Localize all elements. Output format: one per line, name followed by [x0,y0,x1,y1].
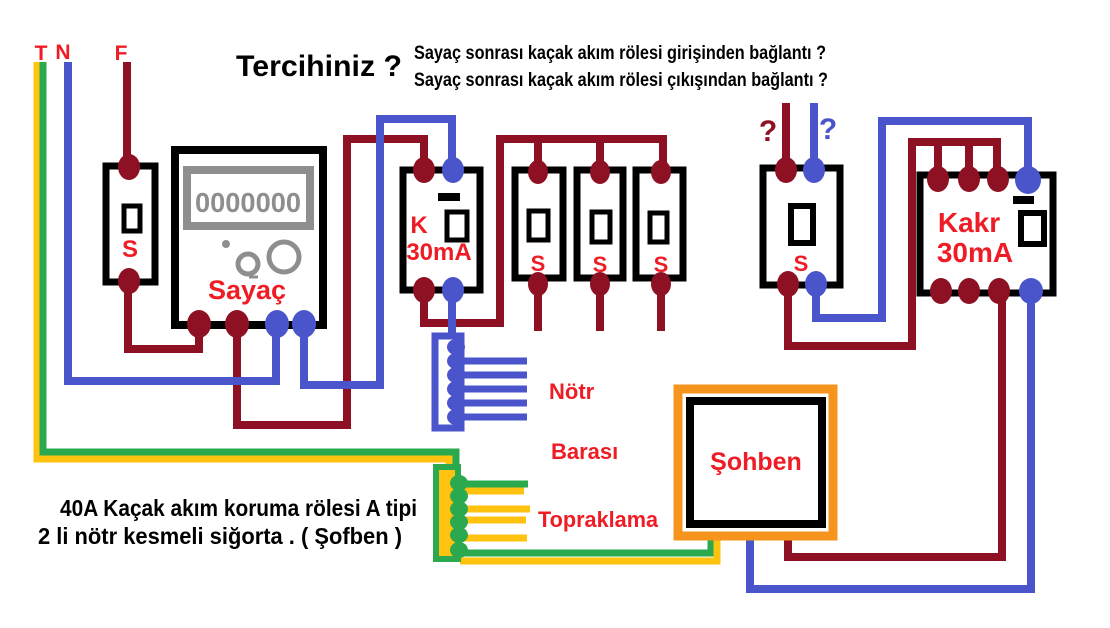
question-line-2: Sayaç sonrası kaçak akım rölesi çıkışınd… [414,70,828,91]
meter-display-digits: 0000000 [195,187,301,218]
choice-fuse-label: S [794,251,809,276]
meter-label: Sayaç [208,275,286,305]
rcd-kakr-name: Kakr [938,207,1000,238]
neutral-wires [64,62,1035,593]
rcd-kakr-test-slot [1013,196,1034,204]
supply-ground-label: T [35,42,48,65]
title: Tercihiniz ? [236,50,402,83]
ground-supply-wire-green [39,62,460,470]
neutral-bus-label-word1: Nötr [549,379,595,404]
meter-small-dial [235,251,261,277]
rcd-kakr-window [1018,210,1047,247]
ground-to-heater-yellow [460,538,721,565]
phase-terminals [118,154,1010,338]
ground-busbar-dots [450,475,468,558]
neutral-supply-wire [64,62,280,385]
meter-large-dial [266,239,302,275]
k-output-bus-wire [420,135,667,327]
footer-line-2: 2 li nötr kesmeli siğorta . ( Şofben ) [38,523,402,549]
branch-fuse1-window [526,208,551,243]
choice-to-kakr-phase-wire [784,138,1001,350]
question-line-1: Sayaç sonrası kaçak akım rölesi girişind… [414,43,826,64]
meter-display [183,166,314,230]
choice-phase-question-mark: ? [759,115,777,148]
fuse-to-meter-wire [124,282,203,353]
meter-to-k-phase-wire [233,135,428,429]
neutral-terminals [265,157,1043,338]
meter-dials [222,239,302,279]
heater-inner-box [686,397,826,528]
rcd-k-test-slot [438,193,460,201]
kakr-to-heater-neutral-wire [746,293,1035,593]
branch-fuse3-window [647,210,670,245]
heater-label: Şohben [710,448,802,476]
meter-led-dot [222,240,230,248]
main-fuse-label: S [122,236,138,263]
choice-fuse-window [788,203,816,246]
rcd-kakr-rating: 30mA [937,237,1013,268]
rcd-k-name: K [410,212,428,239]
branch-fuse2-window [589,209,613,245]
footer-line-1: 40A Kaçak akım koruma rölesi A tipi [60,495,417,521]
choice-neutral-question-mark: ? [819,113,837,146]
meter-to-k-neutral-wire [300,115,456,389]
rcd-k-rating: 30mA [406,239,471,266]
ground-bus-label: Topraklama [538,507,659,532]
branch-fuse1-label: S [531,251,546,276]
supply-phase-label: F [115,42,128,65]
neutral-bus-label-word2: Barası [551,439,618,464]
branch-fuse3-label: S [654,252,669,277]
rcd-k-window [444,209,470,243]
ground-to-heater-green [458,536,715,557]
neutral-busbar-dots [447,339,465,425]
main-fuse-window [121,203,143,234]
branch-fuse2-label: S [593,252,608,277]
kakr-to-heater-phase-wire [784,293,1006,561]
choice-to-kakr-neutral-wire [812,117,1032,322]
supply-neutral-label: N [55,41,70,64]
